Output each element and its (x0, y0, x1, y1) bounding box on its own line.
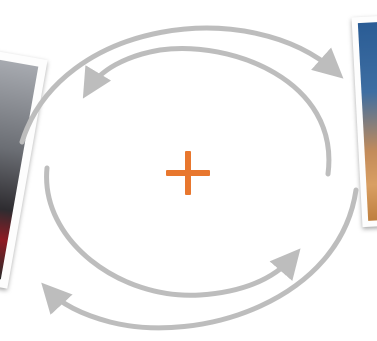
inner-top-arrow (88, 49, 329, 174)
inner-bottom-arrow (47, 168, 294, 295)
outer-bottom-arrow (48, 190, 356, 328)
plus-icon (166, 151, 210, 195)
